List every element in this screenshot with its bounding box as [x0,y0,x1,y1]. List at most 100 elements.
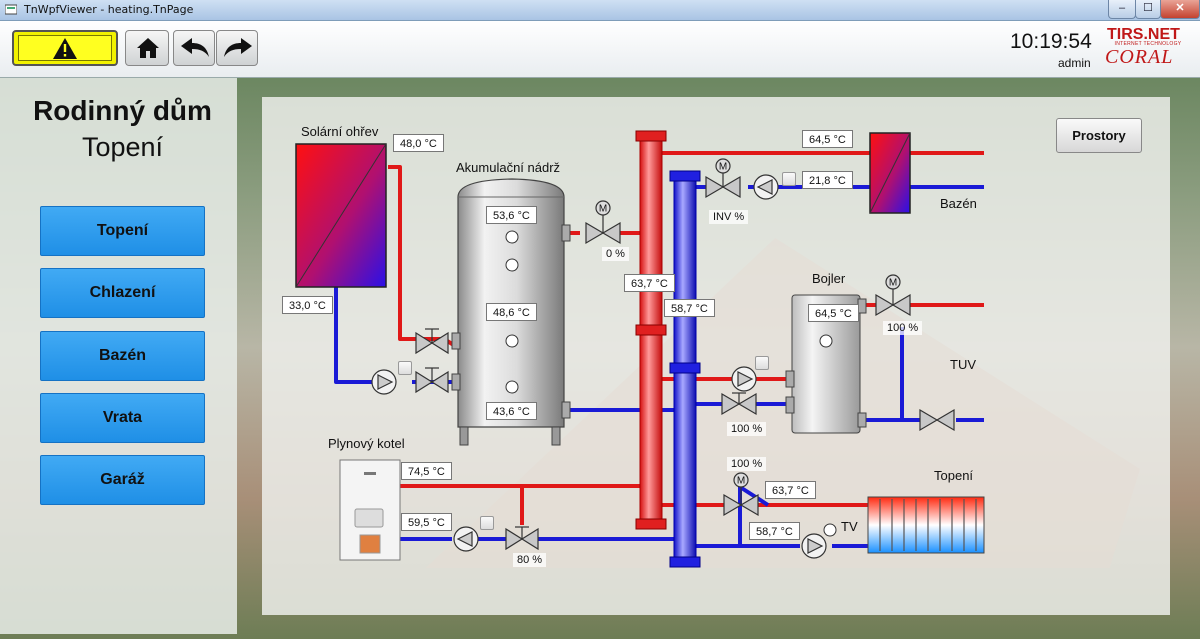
pool-valve[interactable] [705,175,725,199]
nav-chlazeni-button[interactable]: Chlazení [40,268,205,318]
solar-in-temp: 33,0 °C [282,296,333,314]
heating-valve[interactable] [723,493,743,517]
svg-text:M: M [889,278,897,289]
solar-valve-hot-r[interactable] [430,331,449,355]
solar-collector [295,143,387,288]
hot-header-temp: 63,7 °C [624,274,675,292]
boiler-pump[interactable] [453,526,479,552]
pool-label: Bazén [940,196,977,211]
water-heater-label: Bojler [812,271,846,286]
solar-valve-hot[interactable] [415,331,434,355]
pool-valve-percent: INV % [709,210,749,224]
toolbar: 10:19:54 admin TIRS.NET INTERNET TECHNOL… [0,21,1200,78]
pool-exchanger [869,132,911,214]
motor-icon: M [595,200,611,216]
heating-return-temp: 58,7 °C [749,522,800,540]
page-title: Rodinný dům [33,95,212,126]
svg-text:M: M [599,204,607,215]
solar-pump-checkbox[interactable] [398,361,412,375]
arrow-left-icon [181,38,209,57]
home-icon [137,38,159,58]
heating-valve-percent: 100 % [727,457,767,471]
nav-bazen-button[interactable]: Bazén [40,331,205,381]
tuv-valve-r[interactable] [891,293,911,317]
window-title-bar: TnWpfViewer - heating.TnPage – ☐ ✕ [0,0,1200,21]
svg-text:M: M [719,162,727,173]
warning-icon [53,38,77,59]
hot-header [635,130,667,530]
boiler-valve-r[interactable] [520,527,539,551]
solar-valve-cold-r[interactable] [430,370,449,394]
minimize-button[interactable]: – [1108,0,1136,19]
tuv-cold-pipe [860,327,984,422]
pool-valve-r[interactable] [721,175,741,199]
arrow-right-icon [224,38,252,57]
boiler-valve[interactable] [505,527,524,551]
pool-pump-checkbox[interactable] [782,172,796,186]
tuv-valve[interactable] [875,293,895,317]
tuv-return-valve-r[interactable] [935,408,955,432]
tv-sensor [823,523,837,537]
pool-return-temp: 21,8 °C [802,171,853,189]
motor-icon: M [733,472,749,488]
pool-pump[interactable] [753,174,779,200]
tank-valve[interactable] [585,221,605,245]
tuv-valve-percent: 100 % [883,321,923,335]
boiler-out-temp: 74,5 °C [401,462,452,480]
cold-header [669,170,701,568]
heating-valve-r[interactable] [739,493,759,517]
tank-top-temp: 53,6 °C [486,206,537,224]
solar-label: Solární ohřev [301,124,379,139]
user-name: admin [1058,56,1091,70]
solar-pump[interactable] [371,369,397,395]
home-button[interactable] [125,30,169,66]
tank-label: Akumulační nádrž [456,160,561,175]
tuv-return-valve[interactable] [919,408,939,432]
forward-button[interactable] [216,30,258,66]
heating-label: Topení [934,468,974,483]
heating-supply-temp: 63,7 °C [765,481,816,499]
tank-mid-temp: 48,6 °C [486,303,537,321]
svg-text:M: M [737,476,745,487]
motor-icon: M [715,158,731,174]
solar-hot-pipe [388,165,459,349]
bojler-valve-r[interactable] [737,392,757,416]
boiler-valve-percent: 80 % [513,553,547,567]
heating-pump[interactable] [801,533,827,559]
app-icon [5,4,17,15]
alarm-button[interactable] [12,30,118,66]
pool-supply-temp: 64,5 °C [802,130,853,148]
heating-diagram: M M M M [295,130,985,568]
bojler-pump[interactable] [731,366,757,392]
window-title: TnWpfViewer - heating.TnPage [24,3,194,16]
close-button[interactable]: ✕ [1160,0,1200,19]
bojler-pump-checkbox[interactable] [755,356,769,370]
gas-boiler-label: Plynový kotel [328,436,405,451]
gas-boiler [339,459,401,561]
prostory-button[interactable]: Prostory [1056,118,1142,153]
solar-valve-cold[interactable] [415,370,434,394]
motor-icon: M [885,274,901,290]
bojler-valve-percent: 100 % [727,422,767,436]
solar-out-temp: 48,0 °C [393,134,444,152]
tank-valve-r[interactable] [601,221,621,245]
nav-garaz-button[interactable]: Garáž [40,455,205,505]
maximize-button[interactable]: ☐ [1135,0,1161,19]
clock: 10:19:54 [1010,30,1092,53]
tank-valve-percent: 0 % [602,247,629,261]
page-subtitle: Topení [81,132,164,162]
bojler-valve[interactable] [721,392,741,416]
boiler-in-temp: 59,5 °C [401,513,452,531]
radiator [867,496,985,554]
water-heater [785,294,867,434]
bojler-temp: 64,5 °C [808,304,859,322]
cold-header-temp: 58,7 °C [664,299,715,317]
back-button[interactable] [173,30,215,66]
company-logo: TIRS.NET INTERNET TECHNOLOGY CORAL [1105,26,1182,68]
nav-topeni-button[interactable]: Topení [40,206,205,256]
tv-label: TV [841,519,858,534]
tuv-label: TUV [950,357,976,372]
tank-bottom-temp: 43,6 °C [486,402,537,420]
boiler-pump-checkbox[interactable] [480,516,494,530]
nav-vrata-button[interactable]: Vrata [40,393,205,443]
